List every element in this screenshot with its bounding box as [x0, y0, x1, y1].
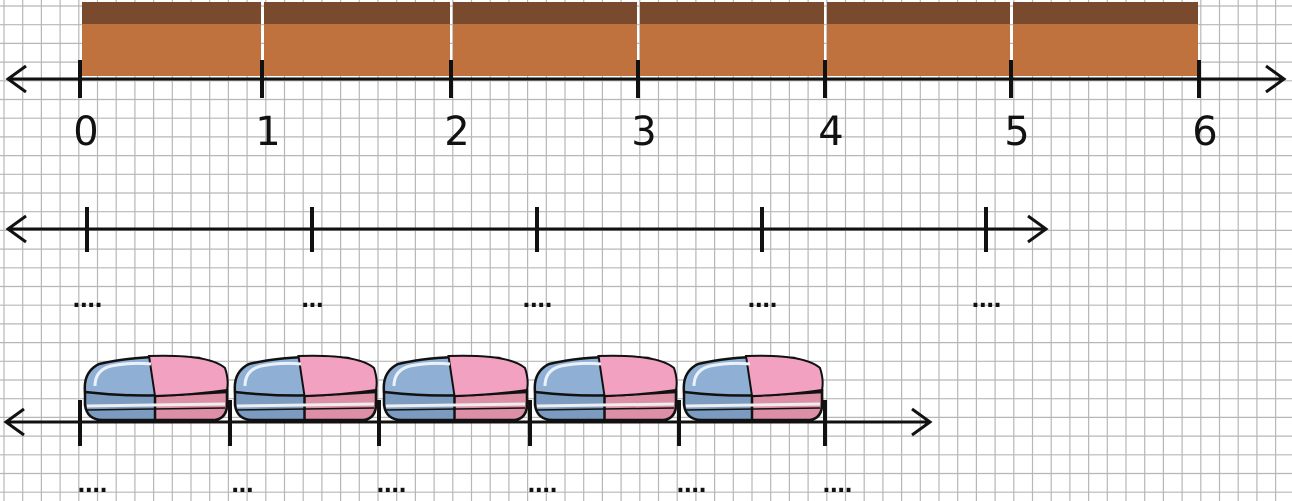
blank-label: .... — [676, 473, 705, 498]
eraser-icon — [535, 356, 677, 420]
eraser-icon — [684, 356, 823, 420]
tick-label: 5 — [1004, 109, 1029, 155]
blank-label: .... — [522, 288, 551, 313]
blank-labels: ................... — [72, 288, 1000, 313]
bar-segment — [1013, 2, 1198, 76]
bar-segment — [827, 2, 1010, 76]
erasers — [85, 356, 823, 420]
bar-segment — [453, 2, 637, 76]
tick-label: 3 — [631, 109, 656, 155]
eraser-icon — [235, 356, 377, 420]
blank-label: .... — [527, 473, 556, 498]
bar-segment — [264, 2, 450, 76]
tick-label: 2 — [444, 109, 469, 155]
blank-label: ... — [301, 288, 323, 313]
blank-labels: ....................... — [77, 473, 851, 498]
eraser-icon — [384, 356, 528, 420]
number-line-1: 0 1 2 3 4 5 6 — [8, 2, 1284, 155]
eraser-icon — [85, 356, 228, 420]
blank-label: .... — [747, 288, 776, 313]
tick-labels: 0 1 2 3 4 5 6 — [73, 109, 1217, 155]
bar-segment — [640, 2, 824, 76]
blank-label: .... — [72, 288, 101, 313]
bar-segment — [82, 2, 261, 76]
blank-label: .... — [822, 473, 851, 498]
tick-label: 0 — [73, 109, 98, 155]
number-line-3: ....................... — [6, 356, 930, 498]
blank-label: .... — [971, 288, 1000, 313]
blank-label: .... — [77, 473, 106, 498]
tick-label: 4 — [818, 109, 843, 155]
tick-label: 1 — [255, 109, 280, 155]
blank-label: ... — [231, 473, 253, 498]
tick-label: 6 — [1192, 109, 1217, 155]
blank-label: .... — [376, 473, 405, 498]
